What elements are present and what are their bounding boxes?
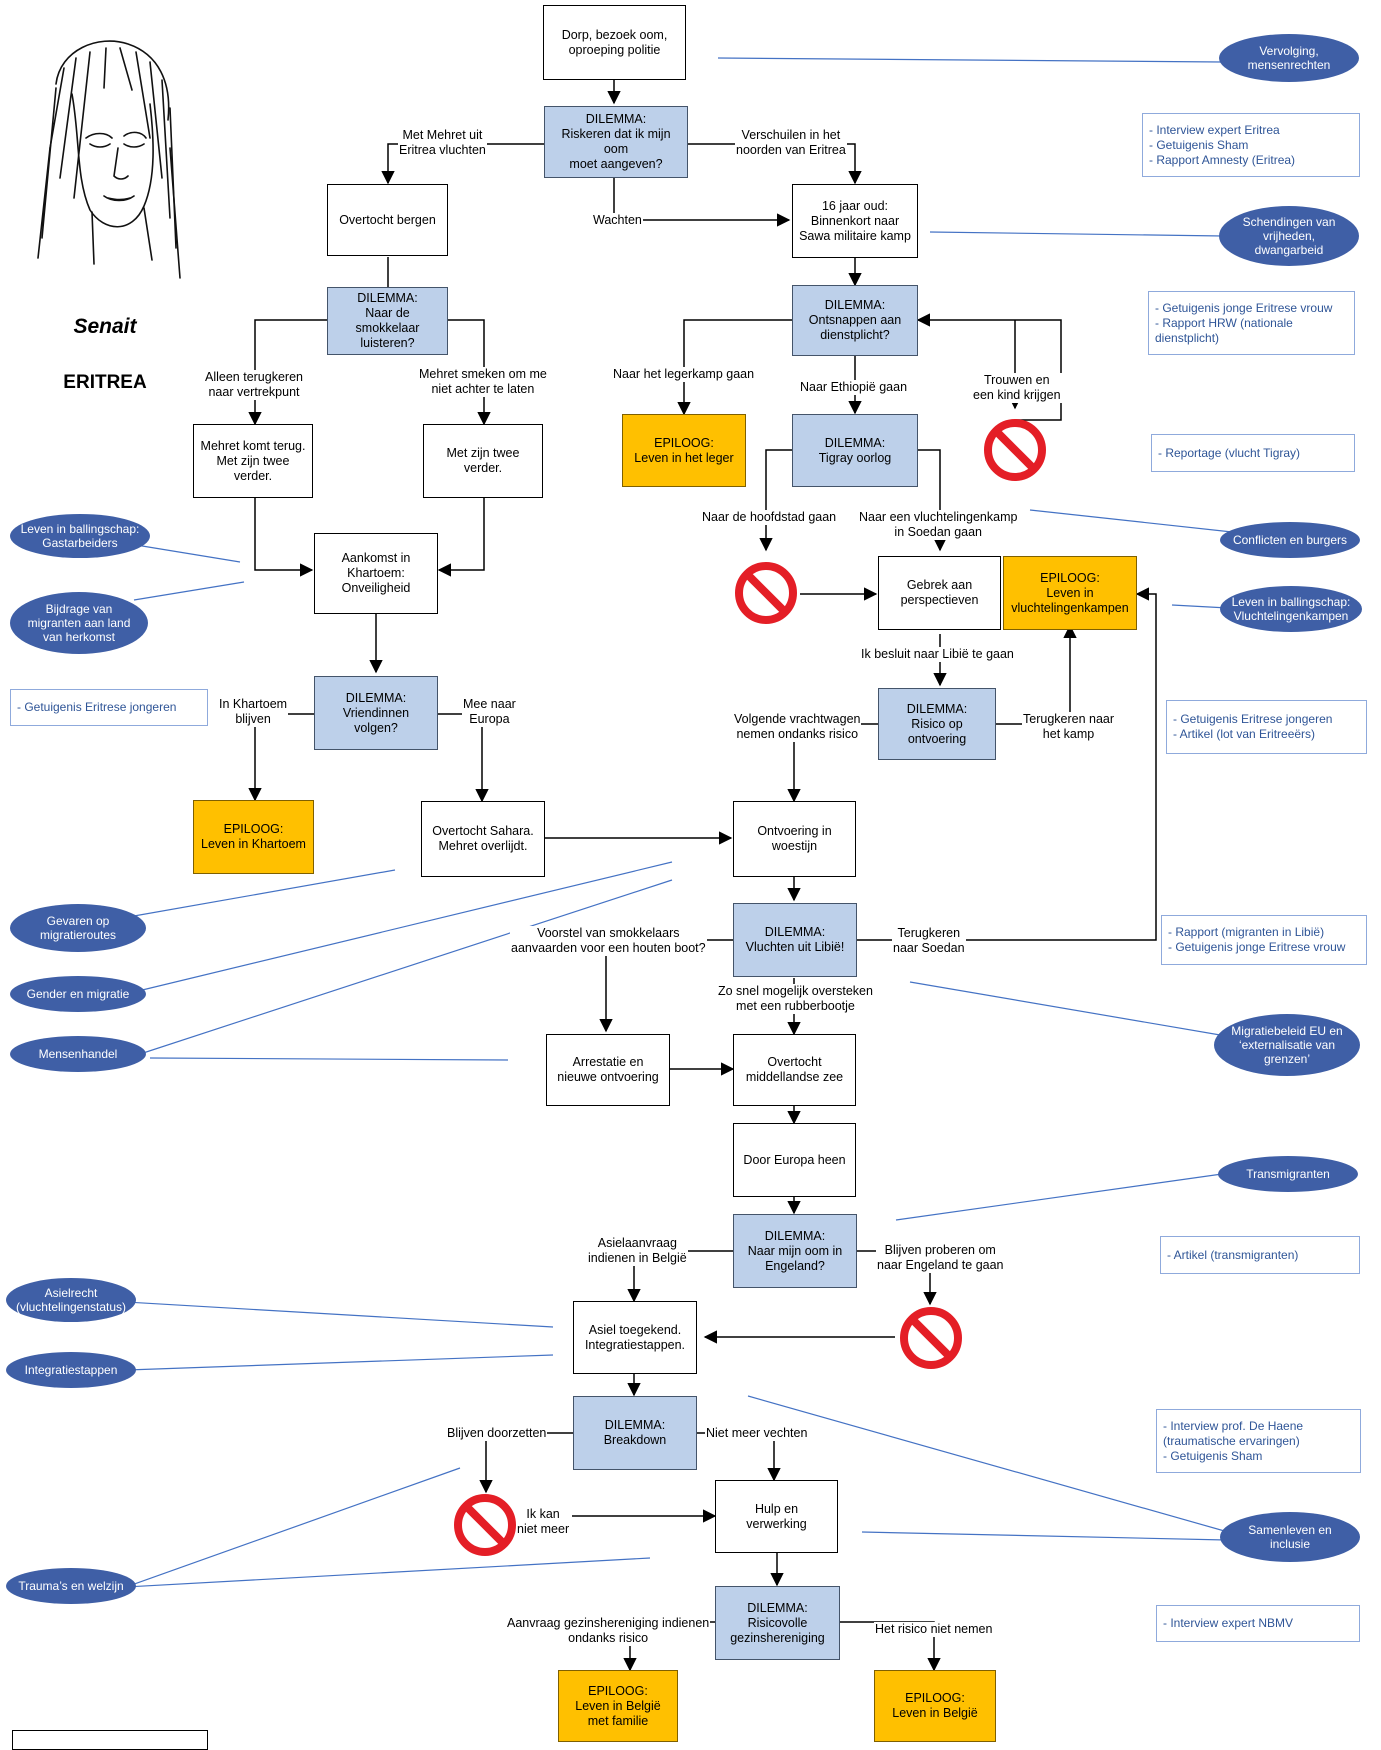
dilemma-breakdown: DILEMMA: Breakdown bbox=[573, 1396, 697, 1470]
dilemma-ontvoering: DILEMMA: Risico op ontvoering bbox=[878, 688, 996, 760]
dilemma-oom-engeland: DILEMMA: Naar mijn oom in Engeland? bbox=[733, 1214, 857, 1288]
label-niet-meer-vechten: Niet meer vechten bbox=[705, 1426, 809, 1441]
theme-gevaren[interactable]: Gevaren op migratieroutes bbox=[10, 904, 146, 952]
no-entry-icon bbox=[984, 419, 1046, 481]
label-alleen-terug: Alleen terugkeren naar vertrekpunt bbox=[204, 370, 304, 400]
epiloog-leger: EPILOOG: Leven in het leger bbox=[622, 414, 746, 487]
no-entry-icon bbox=[900, 1307, 962, 1369]
label-in-khartoem: In Khartoem blijven bbox=[218, 697, 289, 727]
label-volgende-vrachtwagen: Volgende vrachtwagen nemen ondanks risic… bbox=[733, 712, 862, 742]
box-overtocht-bergen: Overtocht bergen bbox=[327, 184, 448, 256]
theme-mensenhandel[interactable]: Mensenhandel bbox=[10, 1036, 146, 1072]
dilemma-libie: DILEMMA: Vluchten uit Libië! bbox=[733, 903, 857, 977]
country-label: ERITREA bbox=[63, 372, 147, 393]
label-verschuilen: Verschuilen in het noorden van Eritrea bbox=[735, 128, 847, 158]
theme-integratiestappen[interactable]: Integratiestappen bbox=[6, 1352, 136, 1388]
box-middellandse-zee: Overtocht middellandse zee bbox=[733, 1034, 856, 1106]
no-entry-icon bbox=[454, 1494, 516, 1556]
theme-conflicten[interactable]: Conflicten en burgers bbox=[1220, 522, 1360, 558]
character-name: Senait bbox=[73, 315, 137, 338]
theme-gender[interactable]: Gender en migratie bbox=[10, 976, 146, 1012]
theme-trauma[interactable]: Trauma’s en welzijn bbox=[6, 1568, 136, 1604]
label-zo-snel: Zo snel mogelijk oversteken met een rubb… bbox=[717, 984, 874, 1014]
epiloog-belgie: EPILOOG: Leven in België bbox=[874, 1670, 996, 1742]
box-hulp-verwerking: Hulp en verwerking bbox=[715, 1480, 838, 1553]
box-door-europa: Door Europa heen bbox=[733, 1123, 856, 1197]
label-asielaanvraag: Asielaanvraag indienen in België bbox=[587, 1236, 688, 1266]
label-voorstel-smokkelaars: Voorstel van smokkelaars aanvaarden voor… bbox=[510, 926, 707, 956]
theme-migratiebeleid[interactable]: Migratiebeleid EU en ‘externalisatie van… bbox=[1214, 1014, 1360, 1076]
label-naar-ethiopie: Naar Ethiopië gaan bbox=[799, 380, 909, 395]
epiloog-khartoem: EPILOOG: Leven in Khartoem bbox=[193, 800, 314, 874]
label-naar-hoofdstad: Naar de hoofdstad gaan bbox=[701, 510, 838, 525]
theme-transmigranten[interactable]: Transmigranten bbox=[1218, 1156, 1358, 1192]
theme-vluchtelingenkampen[interactable]: Leven in ballingschap: Vluchtelingenkamp… bbox=[1220, 586, 1362, 632]
source-box-nbmv[interactable]: - Interview expert NBMV bbox=[1156, 1605, 1360, 1642]
theme-gastarbeiders[interactable]: Leven in ballingschap: Gastarbeiders bbox=[10, 514, 150, 558]
dilemma-smokkelaar: DILEMMA: Naar de smokkelaar luisteren? bbox=[327, 287, 448, 355]
epiloog-vluchtelingenkampen: EPILOOG: Leven in vluchtelingenkampen bbox=[1003, 556, 1137, 630]
portrait-sketch bbox=[37, 40, 181, 279]
source-box-tigray[interactable]: - Reportage (vlucht Tigray) bbox=[1151, 434, 1355, 472]
source-box-lot-eritreeers[interactable]: - Getuigenis Eritrese jongeren - Artikel… bbox=[1166, 700, 1367, 754]
label-naar-vluchtelingenkamp: Naar een vluchtelingenkamp in Soedan gaa… bbox=[858, 510, 1019, 540]
theme-samenleven[interactable]: Samenleven en inclusie bbox=[1220, 1512, 1360, 1562]
label-naar-legerkamp: Naar het legerkamp gaan bbox=[612, 367, 756, 382]
box-asiel-toegekend: Asiel toegekend. Integratiestappen. bbox=[573, 1301, 697, 1374]
box-sahara: Overtocht Sahara. Mehret overlijdt. bbox=[421, 801, 545, 877]
label-blijven-proberen: Blijven proberen om naar Engeland te gaa… bbox=[876, 1243, 1005, 1273]
label-met-mehret: Met Mehret uit Eritrea vluchten bbox=[398, 128, 487, 158]
label-trouwen: Trouwen en een kind krijgen bbox=[972, 373, 1062, 403]
dilemma-tigray: DILEMMA: Tigray oorlog bbox=[792, 414, 918, 487]
label-mehret-smeken: Mehret smeken om me niet achter te laten bbox=[418, 367, 548, 397]
box-dorp: Dorp, bezoek oom, oproeping politie bbox=[543, 5, 686, 80]
theme-bijdrage-migranten[interactable]: Bijdrage van migranten aan land van herk… bbox=[10, 592, 148, 654]
label-risico-niet: Het risico niet nemen bbox=[874, 1622, 994, 1637]
label-ik-kan-niet-meer: Ik kan niet meer bbox=[516, 1507, 571, 1537]
source-box-trauma[interactable]: - Interview prof. De Haene (traumatische… bbox=[1156, 1409, 1361, 1473]
box-met-zijn-twee: Met zijn twee verder. bbox=[423, 424, 543, 498]
dilemma-gezinshereniging: DILEMMA: Risicovolle gezinshereniging bbox=[715, 1586, 840, 1660]
theme-asielrecht[interactable]: Asielrecht (vluchtelingenstatus) bbox=[6, 1278, 136, 1322]
label-terugkeren-kamp: Terugkeren naar het kamp bbox=[1022, 712, 1116, 742]
source-box-eritrea[interactable]: - Interview expert Eritrea - Getuigenis … bbox=[1142, 113, 1360, 177]
label-blijven-doorzetten: Blijven doorzetten bbox=[446, 1426, 548, 1441]
label-libie-besluit: Ik besluit naar Libië te gaan bbox=[860, 647, 1015, 662]
box-ontvoering-woestijn: Ontvoering in woestijn bbox=[733, 801, 856, 877]
label-wachten: Wachten bbox=[592, 213, 643, 228]
box-gebrek-perspectief: Gebrek aan perspectieven bbox=[878, 556, 1001, 630]
source-box-jongeren[interactable]: - Getuigenis Eritrese jongeren bbox=[10, 689, 208, 726]
box-arrestatie: Arrestatie en nieuwe ontvoering bbox=[546, 1034, 670, 1106]
dilemma-oom-aangeven: DILEMMA: Riskeren dat ik mijn oom moet a… bbox=[544, 106, 688, 178]
theme-vervolging[interactable]: Vervolging, mensenrechten bbox=[1219, 34, 1359, 82]
source-box-dienstplicht[interactable]: - Getuigenis jonge Eritrese vrouw - Rapp… bbox=[1148, 291, 1355, 355]
box-khartoem: Aankomst in Khartoem: Onveiligheid bbox=[314, 533, 438, 614]
label-aanvraag-gezin: Aanvraag gezinshereniging indienen ondan… bbox=[506, 1616, 711, 1646]
no-entry-icon bbox=[735, 562, 797, 624]
source-box-transmigranten[interactable]: - Artikel (transmigranten) bbox=[1160, 1236, 1360, 1274]
source-box-libie[interactable]: - Rapport (migranten in Libië) - Getuige… bbox=[1161, 915, 1367, 965]
theme-schendingen[interactable]: Schendingen van vrijheden, dwangarbeid bbox=[1219, 206, 1359, 266]
dilemma-dienstplicht: DILEMMA: Ontsnappen aan dienstplicht? bbox=[792, 285, 918, 356]
box-sawa: 16 jaar oud: Binnenkort naar Sawa milita… bbox=[792, 184, 918, 258]
label-terugkeren-soedan: Terugkeren naar Soedan bbox=[892, 926, 966, 956]
label-mee-europa: Mee naar Europa bbox=[462, 697, 517, 727]
dilemma-vriendinnen: DILEMMA: Vriendinnen volgen? bbox=[314, 676, 438, 750]
epiloog-familie: EPILOOG: Leven in België met familie bbox=[558, 1670, 678, 1742]
box-mehret-terug: Mehret komt terug. Met zijn twee verder. bbox=[193, 424, 313, 498]
